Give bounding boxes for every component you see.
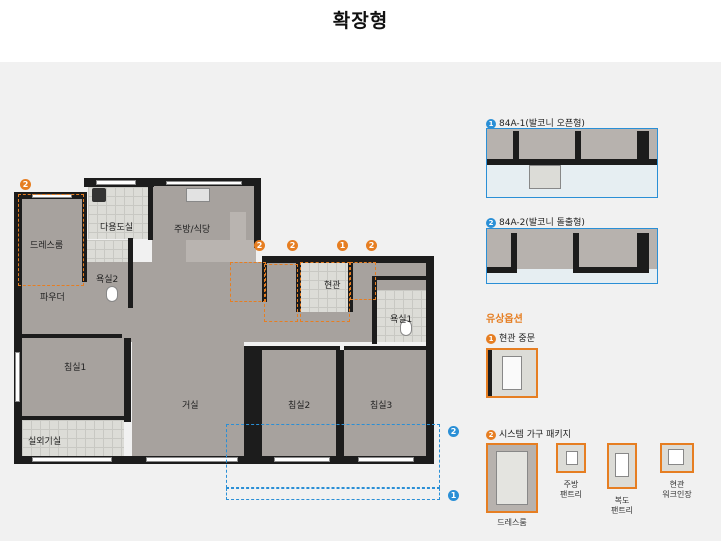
badge-balcony-1: 1 [448,490,459,501]
label-bath2: 욕실2 [96,275,119,285]
floor-outdoor-unit [22,420,124,460]
floor-entrance [300,262,350,312]
option-area-entrance-walkin [350,262,376,300]
legend-type2-label: 84A-2(발코니 돌출형) [499,218,585,228]
wall-bedroom1-right [124,338,131,422]
wall-kitchen-right [254,178,261,248]
label-bedroom1: 침실1 [64,363,87,373]
option-area-entrance-door [300,262,350,322]
label-powder: 파우더 [40,293,65,303]
wall-bedroom3-top [344,346,428,350]
label-kitchen: 주방/식당 [174,225,211,235]
label-dress-room: 드레스룸 [30,241,64,251]
option2-hall-pantry-thumbnail [607,443,637,489]
label-outdoor-unit: 실외기실 [28,437,62,447]
floor-bedroom3 [344,350,426,456]
option2-entrance-walkin-thumbnail [660,443,694,473]
wall-bath1-left [372,278,377,344]
option2-badge: 2 [486,429,496,440]
kitchen-island [230,212,246,242]
option1-thumbnail [486,348,538,398]
wall-living-right [244,346,262,458]
wall-dress-util [82,192,87,282]
option2-kitchen-pantry-caption: 주방 팬트리 [559,480,583,499]
window-kitchen [166,181,242,185]
legend-type1-label: 84A-1(발코니 오픈형) [499,119,585,129]
floor-bedroom1 [22,338,126,416]
legend-type2-badge: 2 [486,217,496,228]
wall-bedroom2-3 [336,350,344,458]
option2-dress-thumbnail [486,443,538,513]
floor-corridor [22,262,427,342]
option2-dress-caption: 드레스룸 [497,518,527,527]
floor-bedroom2 [262,350,338,456]
badge-kitchen-pantry: 2 [254,240,265,251]
legend-type1-thumbnail [486,128,658,198]
balcony-area-1 [226,488,440,500]
badge-dress-option: 2 [20,179,31,190]
wall-util-kitchen [148,180,153,240]
washer [92,188,106,202]
window-bedroom2 [274,457,330,462]
legend-type1-badge: 1 [486,118,496,129]
legend-type2-thumbnail [486,228,658,284]
window-bedroom3 [358,457,414,462]
option2-kitchen-pantry-thumbnail [556,443,586,473]
badge-entrance-walkin: 2 [366,240,377,251]
toilet-bath2 [106,286,118,302]
option2-entrance-walkin-caption: 현관 워크인장 [662,480,692,499]
wall-entrance-left [296,262,301,312]
kitchen-sink [186,188,210,202]
label-bedroom2: 침실2 [288,401,311,411]
floor-living [132,338,244,458]
options-heading: 유상옵션 [486,314,523,325]
window-living [146,457,238,462]
option2-hall-pantry-caption: 복도 팬트리 [610,496,634,515]
option1-label: 현관 중문 [499,334,535,344]
window-outdoor [32,457,112,462]
label-entrance: 현관 [324,281,341,291]
option1-badge: 1 [486,333,496,344]
option2-label: 시스템 가구 패키지 [499,430,571,440]
wall-bedroom2-top [262,346,340,350]
wall-outdoor-top [22,416,128,420]
wall-bath1-top [372,276,428,280]
balcony-area-2 [226,424,440,488]
label-bath1: 욕실1 [390,315,413,325]
floor-utility [88,187,150,239]
floor-plan: 2 2 2 1 2 2 1 드레스룸 다용도실 주방/식당 욕실2 파우더 현관… [14,178,459,501]
wall-bedroom1-top [22,334,122,338]
kitchen-counter [186,240,256,262]
option-area-kitchen-pantry [230,262,266,302]
window-bedroom1 [15,352,20,402]
label-living: 거실 [182,401,199,411]
wall-bath2-right [128,238,133,308]
wall-left [14,192,22,464]
option-area-hall-pantry [264,264,298,322]
page-title: 확장형 [332,10,389,32]
option-area-dress [18,194,84,286]
badge-hall-pantry: 2 [287,240,298,251]
badge-entrance-door: 1 [337,240,348,251]
badge-balcony-2: 2 [448,426,459,437]
window-utility [96,180,136,185]
wall-top-entrance [262,256,432,263]
toilet-bath1 [400,320,412,336]
label-bedroom3: 침실3 [370,401,393,411]
wall-right [426,256,434,464]
label-utility: 다용도실 [100,223,134,233]
